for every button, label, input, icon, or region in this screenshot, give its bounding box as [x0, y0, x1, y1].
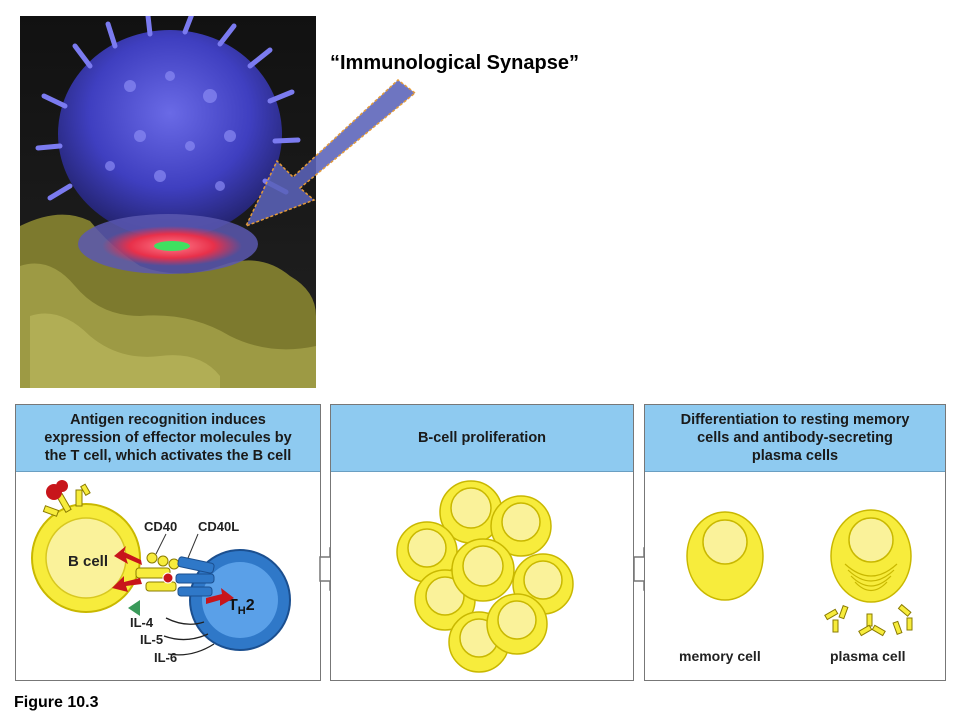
cytokine-receptor-icon [128, 600, 140, 616]
plasma-cell [830, 509, 912, 603]
memory-cell-label: memory cell [679, 648, 761, 664]
panel-differentiation: Differentiation to resting memory cells … [644, 404, 946, 681]
il6-label: IL-6 [154, 650, 177, 665]
cd40l-label: CD40L [198, 519, 239, 534]
panel-body: B cell TH2 [16, 472, 320, 680]
panel-header-text: Differentiation to resting memory cells … [680, 412, 910, 464]
memory-cell [686, 511, 764, 601]
signal-arrow-icon [112, 546, 234, 606]
panel-header: B-cell proliferation [331, 405, 633, 472]
panel-proliferation: B-cell proliferation [330, 404, 634, 681]
cd40-label: CD40 [144, 519, 177, 534]
th2-label: TH2 [228, 597, 255, 617]
micrograph-image [20, 16, 316, 388]
panel-header: Antigen recognition induces expression o… [16, 405, 320, 472]
receptor-icon [42, 483, 91, 517]
panel-body [331, 472, 633, 680]
cd40-cd40l-complex [135, 552, 215, 597]
antibody-icon [824, 603, 913, 637]
panel-header-text: B-cell proliferation [417, 430, 547, 446]
panel-header-text: Antigen recognition induces expression o… [44, 412, 292, 464]
antigen-icon [46, 480, 68, 500]
panel-header: Differentiation to resting memory cells … [645, 405, 945, 472]
b-cell-label: B cell [68, 553, 108, 570]
panel-body: memory cell plasma cell [645, 472, 945, 680]
plasma-cell-label: plasma cell [830, 648, 906, 664]
il5-label: IL-5 [140, 632, 163, 647]
synapse-label: “Immunological Synapse” [330, 52, 579, 74]
panel-antigen-recognition: Antigen recognition induces expression o… [15, 404, 321, 681]
proliferating-b-cells [396, 480, 574, 673]
il4-label: IL-4 [130, 615, 154, 630]
figure-caption: Figure 10.3 [14, 694, 99, 711]
